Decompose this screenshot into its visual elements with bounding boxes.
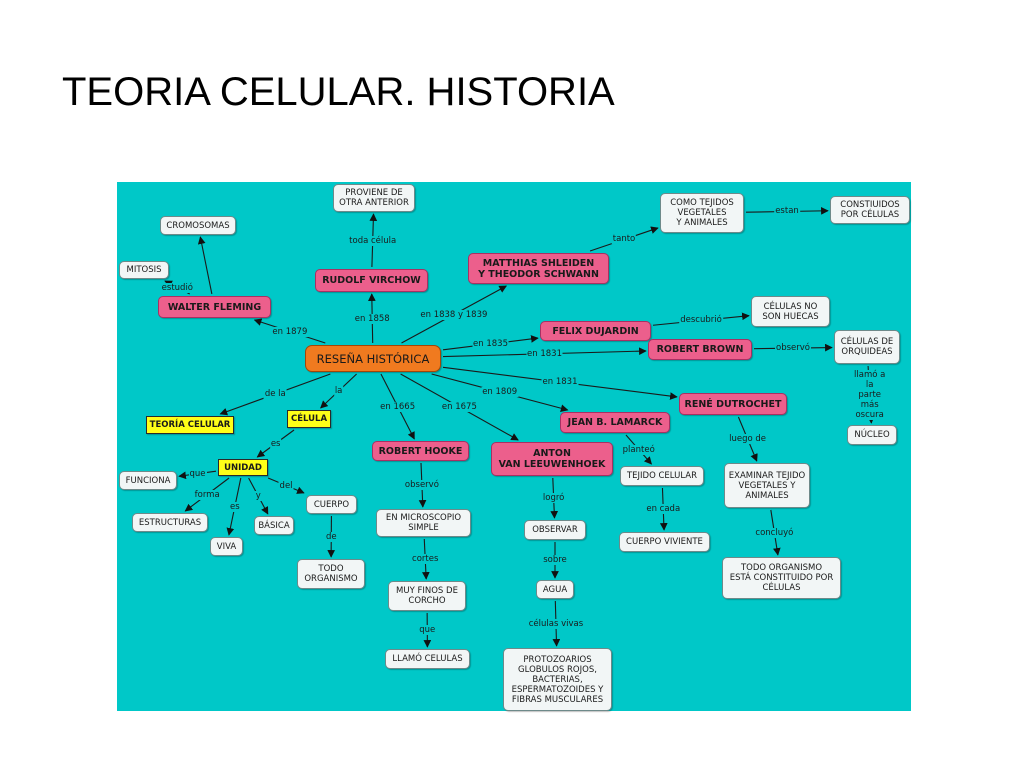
- concept-node-brown[interactable]: ROBERT BROWN: [648, 339, 752, 360]
- connector-label-leeuwenhoek-observar: logró: [541, 493, 566, 503]
- connector-label-examinar-todoorg: concluyó: [754, 527, 795, 538]
- concept-node-virchow[interactable]: RUDOLF VIRCHOW: [315, 269, 428, 292]
- concept-node-observar[interactable]: OBSERVAR: [524, 520, 586, 540]
- connector-label-tejido-cuerpoviviente: en cada: [645, 504, 682, 514]
- connector-label-comotejidos-constituidos: estan: [774, 206, 800, 217]
- concept-node-cuerpoviviente[interactable]: CUERPO VIVIENTE: [619, 532, 710, 552]
- connector-label-lamarck-tejido: planteó: [621, 444, 656, 455]
- connector-label-fleming-mitosis: estudió: [160, 282, 195, 293]
- connector-label-unidad-viva: es: [229, 501, 241, 512]
- connector-label-resena-leeuwenhoek: en 1675: [440, 402, 478, 412]
- concept-node-todoorg[interactable]: TODO ORGANISMO ESTÁ CONSTITUIDO POR CÉLU…: [722, 557, 841, 599]
- concept-node-funciona[interactable]: FUNCIONA: [119, 471, 177, 490]
- connector-label-unidad-cuerpo: del: [278, 480, 294, 491]
- concept-node-comotejidos[interactable]: COMO TEJIDOS VEGETALES Y ANIMALES: [660, 193, 744, 233]
- concept-map: RESEÑA HISTÓRICA PROVIENE DE OTRA ANTERIO…: [117, 182, 911, 711]
- concept-node-resena[interactable]: RESEÑA HISTÓRICA: [305, 345, 441, 372]
- connector-label-celula-unidad: es: [269, 438, 282, 449]
- connector-label-resena-dujardin: en 1835: [472, 338, 509, 349]
- concept-node-fleming[interactable]: WALTER FLEMING: [158, 296, 271, 318]
- connector-label-unidad-estructuras: forma: [193, 489, 221, 500]
- concept-node-unidad[interactable]: UNIDAD: [218, 459, 268, 476]
- connector-label-resena-celula: la: [333, 386, 344, 396]
- concept-node-celula[interactable]: CÉLULA: [287, 410, 331, 428]
- connector-label-resena-hooke: en 1665: [379, 401, 417, 412]
- concept-node-viva[interactable]: VIVA: [210, 537, 243, 556]
- connector-label-microscopio-muyfinos: cortes: [411, 554, 440, 564]
- concept-node-todoorganismo[interactable]: TODO ORGANISMO: [297, 559, 365, 589]
- concept-node-dujardin[interactable]: FELIX DUJARDIN: [540, 321, 651, 341]
- connector-label-agua-protozoarios: células vivas: [527, 618, 585, 629]
- concept-node-nohuecas[interactable]: CÉLULAS NO SON HUECAS: [751, 296, 830, 327]
- concept-node-leeuwenhoek[interactable]: ANTON VAN LEEUWENHOEK: [491, 442, 613, 476]
- connector-label-brown-orquideas: observó: [775, 343, 811, 354]
- concept-node-teoria[interactable]: TEORÍA CELULAR: [146, 416, 234, 434]
- connector-fleming-cromosomas: [197, 236, 213, 295]
- connector-label-shleiden-comotejidos: tanto: [611, 234, 637, 245]
- connector-label-resena-fleming: en 1879: [271, 326, 309, 337]
- concept-node-muyfinos[interactable]: MUY FINOS DE CORCHO: [388, 581, 466, 611]
- connector-label-resena-lamarck: en 1809: [481, 387, 519, 397]
- concept-node-proviene[interactable]: PROVIENE DE OTRA ANTERIOR: [333, 184, 415, 212]
- connector-label-dujardin-nohuecas: descubrió: [679, 315, 723, 326]
- concept-node-dutrochet[interactable]: RENÉ DUTROCHET: [679, 393, 787, 415]
- connector-label-virchow-proviene: toda célula: [348, 235, 398, 246]
- concept-node-hooke[interactable]: ROBERT HOOKE: [372, 441, 469, 461]
- connector-label-hooke-microscopio: observó: [403, 480, 440, 490]
- connector-label-unidad-funciona: que: [188, 468, 207, 479]
- connector-label-orquideas-nucleo: llamó a la parte más oscura: [849, 369, 891, 420]
- connector-label-resena-teoria: de la: [263, 389, 287, 399]
- connector-label-resena-brown: en 1831: [526, 348, 563, 359]
- connector-label-muyfinos-llamo: que: [418, 625, 437, 635]
- concept-node-llamo[interactable]: LLAMÓ CELULAS: [385, 649, 470, 669]
- connector-label-resena-shleiden: en 1838 y 1839: [419, 309, 489, 320]
- connector-label-resena-virchow: en 1858: [353, 313, 391, 324]
- concept-node-constituidos[interactable]: CONSTIUIDOS POR CÉLULAS: [830, 196, 910, 224]
- concept-node-cromosomas[interactable]: CROMOSOMAS: [160, 216, 236, 235]
- concept-node-cuerpo[interactable]: CUERPO: [306, 495, 357, 514]
- concept-node-microscopio[interactable]: EN MICROSCOPIO SIMPLE: [376, 509, 471, 537]
- connector-label-unidad-basica: y: [254, 491, 262, 501]
- concept-node-basica[interactable]: BÁSICA: [254, 516, 294, 535]
- concept-node-agua[interactable]: AGUA: [536, 580, 574, 599]
- concept-node-lamarck[interactable]: JEAN B. LAMARCK: [560, 412, 670, 433]
- concept-node-nucleo[interactable]: NÚCLEO: [847, 425, 897, 445]
- slide-title: TEORIA CELULAR. HISTORIA: [62, 70, 615, 114]
- concept-node-estructuras[interactable]: ESTRUCTURAS: [132, 513, 208, 532]
- connector-label-observar-agua: sobre: [542, 555, 568, 565]
- connector-label-resena-dutrochet: en 1831: [541, 377, 579, 388]
- connector-label-dutrochet-examinar: luego de: [728, 434, 768, 444]
- concept-node-protozoarios[interactable]: PROTOZOARIOS GLOBULOS ROJOS, BACTERIAS, …: [503, 648, 612, 711]
- concept-node-orquideas[interactable]: CÉLULAS DE ORQUIDEAS: [834, 330, 900, 364]
- concept-node-shleiden[interactable]: MATTHIAS SHLEIDEN Y THEODOR SCHWANN: [468, 253, 609, 284]
- concept-node-tejido[interactable]: TEJIDO CELULAR: [620, 466, 704, 486]
- connector-label-cuerpo-todoorganismo: de: [324, 531, 338, 542]
- concept-node-examinar[interactable]: EXAMINAR TEJIDO VEGETALES Y ANIMALES: [724, 463, 810, 508]
- concept-node-mitosis[interactable]: MITOSIS: [119, 261, 169, 279]
